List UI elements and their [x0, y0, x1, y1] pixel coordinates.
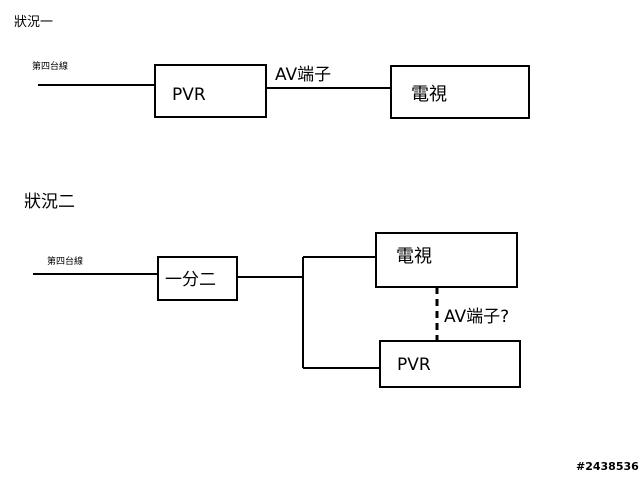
scenario2-pvr-box: PVR [379, 340, 521, 388]
scenario2-splitter-box: 一分二 [157, 256, 238, 301]
scenario2-source-label: 第四台線 [47, 255, 83, 267]
watermark-id: #2438536 [576, 460, 639, 473]
scenario1-tv-label: 電視 [411, 84, 447, 105]
scenario1-title: 狀況一 [14, 15, 53, 30]
scenario2-splitter-rect [157, 256, 238, 301]
scenario1-pvr-rect [154, 64, 267, 118]
scenario1-pvr-label: PVR [172, 85, 206, 105]
scenario1-av-cable-label: AV端子 [275, 65, 331, 85]
scenario2-title: 狀況二 [24, 192, 75, 212]
scenario1-tv-box: 電視 [390, 65, 530, 119]
scenario1-source-label: 第四台線 [32, 60, 68, 72]
scenario2-tv-box: 電視 [375, 232, 518, 288]
scenario2-splitter-label: 一分二 [165, 270, 216, 290]
scenario2-tv-rect [375, 232, 518, 288]
scenario2-av-cable-label: AV端子? [444, 307, 509, 327]
scenario2-pvr-label: PVR [397, 355, 431, 375]
scenario1-pvr-box: PVR [154, 64, 267, 118]
scenario1-tv-rect [390, 65, 530, 119]
scenario2-tv-label: 電視 [396, 246, 432, 267]
scenario2-pvr-rect [379, 340, 521, 388]
